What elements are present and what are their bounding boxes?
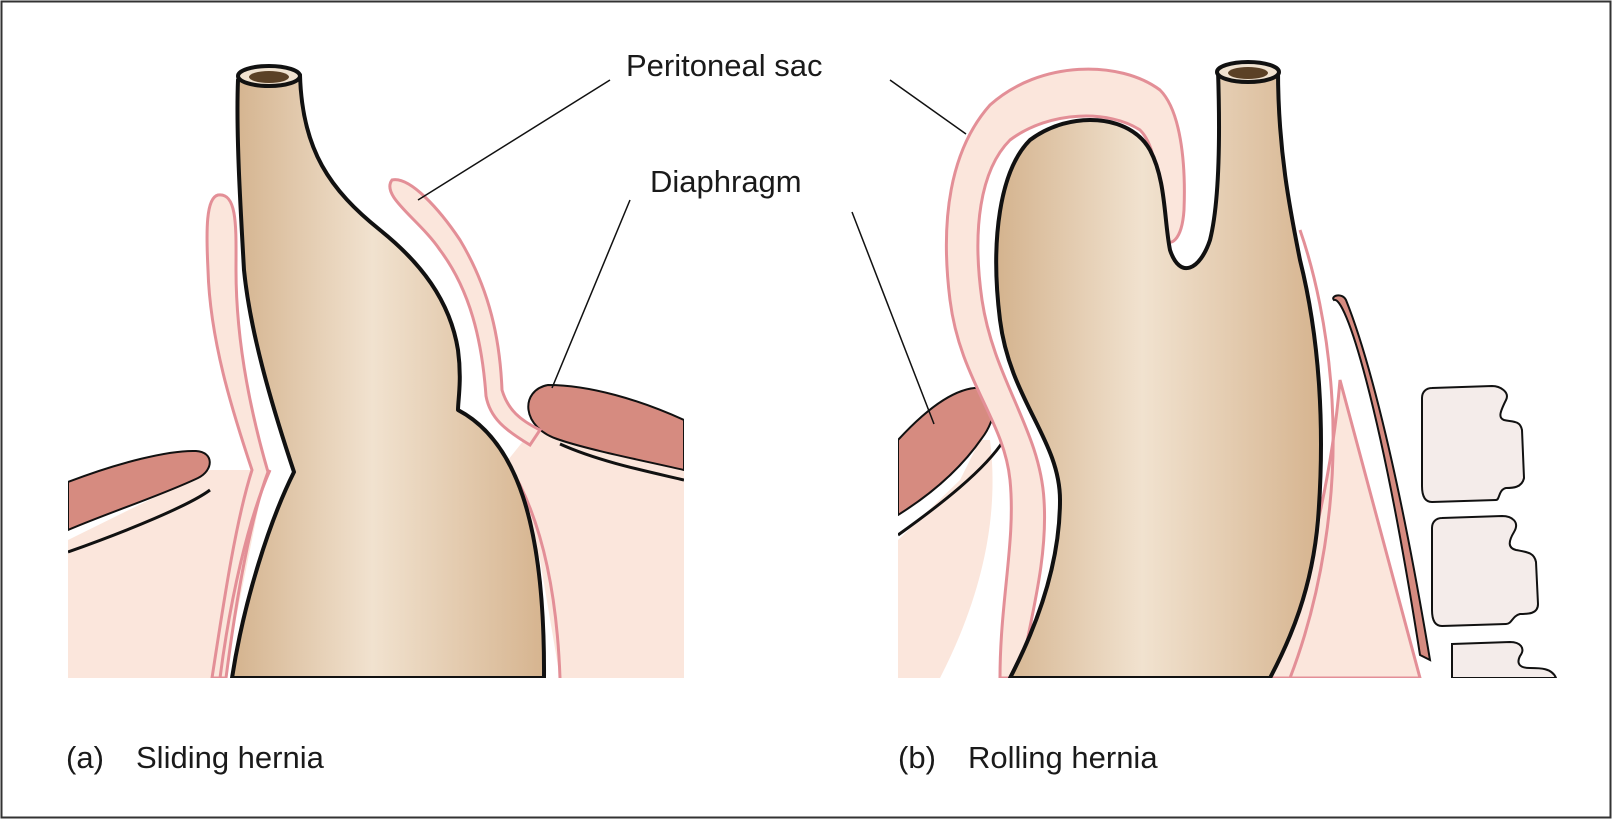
diaphragm-left <box>68 449 211 532</box>
vertebral-column <box>1421 384 1558 678</box>
stomach-b <box>994 68 1323 678</box>
peritoneal-sac <box>944 67 1186 678</box>
leader-peritoneal-sac-a <box>417 79 611 201</box>
oesophagus-lumen-b <box>1228 67 1268 79</box>
caption-letter-b: (b) <box>898 740 936 775</box>
leader-diaphragm-b <box>851 211 935 425</box>
diaphragm-right <box>527 383 684 472</box>
label-diaphragm: Diaphragm <box>650 164 802 199</box>
peritoneal-fold-right <box>388 178 543 448</box>
abdominal-tissue-right <box>500 420 684 678</box>
abdominal-tissue-b <box>898 440 993 678</box>
panel-a-illustration <box>68 64 684 678</box>
caption-title-b: Rolling hernia <box>968 740 1158 775</box>
peritoneal-line-left <box>218 469 272 678</box>
peritoneal-line-b <box>1288 229 1335 678</box>
caption-title-a: Sliding hernia <box>136 740 324 775</box>
diaphragm-left-b-edge <box>898 439 1006 537</box>
oesophagus-lumen-a <box>249 71 289 83</box>
vertebra-2 <box>1431 514 1540 628</box>
caption-letter-a: (a) <box>66 740 104 775</box>
caption-panel-a: (a) Sliding hernia <box>66 740 324 776</box>
vertebra-3 <box>1451 640 1558 678</box>
leader-diaphragm-a <box>551 199 631 389</box>
panel-b-illustration <box>898 60 1558 678</box>
peritoneal-fold-left <box>205 193 270 678</box>
diaphragm-crus-b <box>1332 294 1432 662</box>
vertebra-1 <box>1421 384 1526 504</box>
caption-panel-b: (b) Rolling hernia <box>898 740 1158 776</box>
diaphragm-left-edge <box>68 488 211 554</box>
leader-peritoneal-sac-b <box>889 79 967 135</box>
diaphragm-right-edge <box>559 442 684 482</box>
stomach-a <box>230 73 547 678</box>
label-peritoneal-sac: Peritoneal sac <box>626 48 823 83</box>
abdominal-tissue <box>68 470 260 678</box>
